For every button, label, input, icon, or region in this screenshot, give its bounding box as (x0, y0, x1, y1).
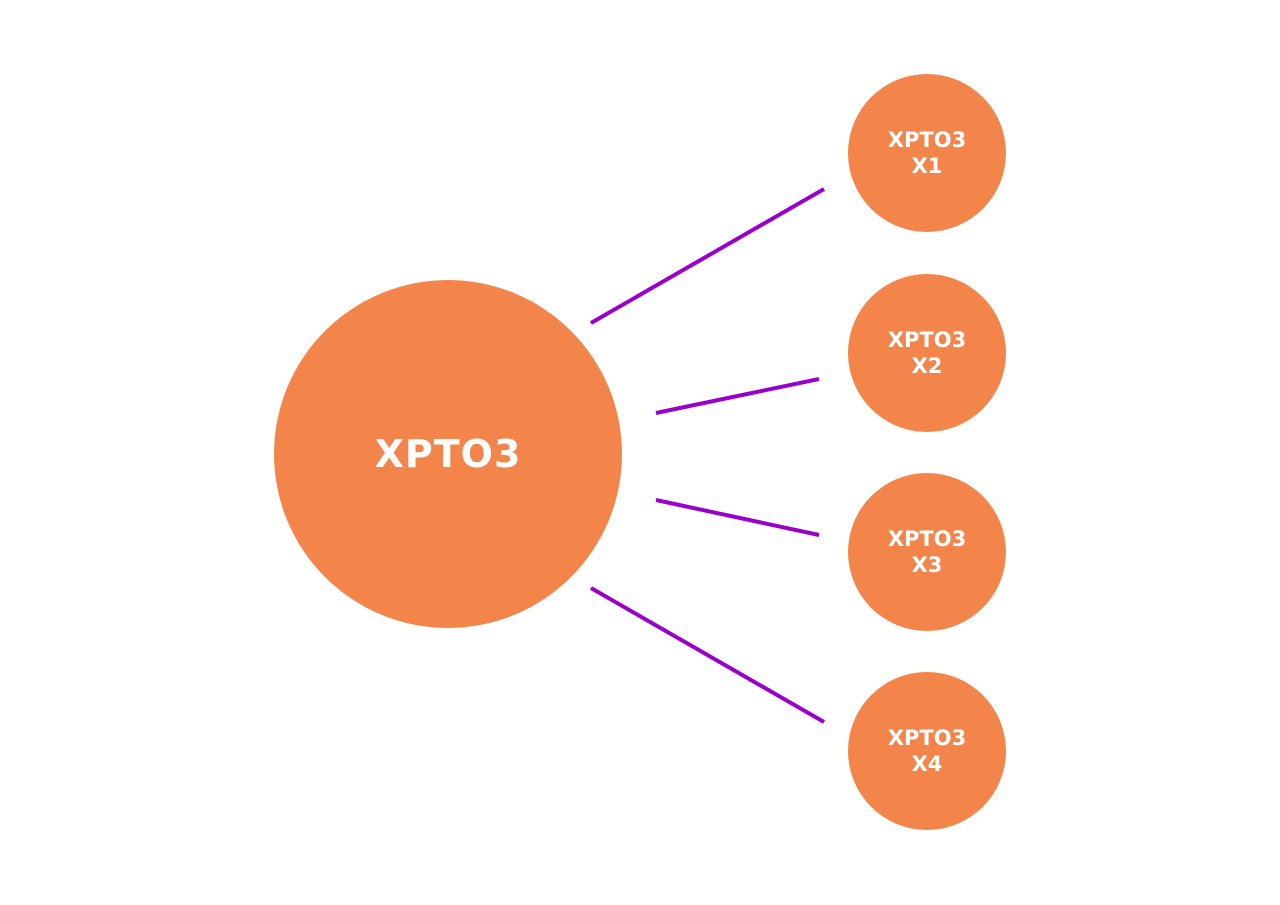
child-node-x4: XPTO3 X4 (848, 672, 1006, 830)
root-node: XPTO3 (274, 280, 622, 628)
edge-x1 (590, 187, 825, 325)
child-node-x3: XPTO3 X3 (848, 473, 1006, 631)
child-label-line1: XPTO3 (887, 128, 967, 152)
edge-x4 (590, 586, 825, 724)
root-label: XPTO3 (374, 432, 522, 476)
child-label-line1: XPTO3 (887, 328, 967, 352)
child-label-line2: X3 (911, 553, 943, 577)
child-label-line2: X4 (911, 752, 943, 776)
edge-x3 (655, 498, 820, 537)
child-label-line1: XPTO3 (887, 726, 967, 750)
child-label-line2: X1 (911, 154, 943, 178)
child-label-line2: X2 (911, 354, 943, 378)
child-node-x2: XPTO3 X2 (848, 274, 1006, 432)
child-label-line1: XPTO3 (887, 527, 967, 551)
edge-x2 (655, 377, 820, 415)
child-node-x1: XPTO3 X1 (848, 74, 1006, 232)
